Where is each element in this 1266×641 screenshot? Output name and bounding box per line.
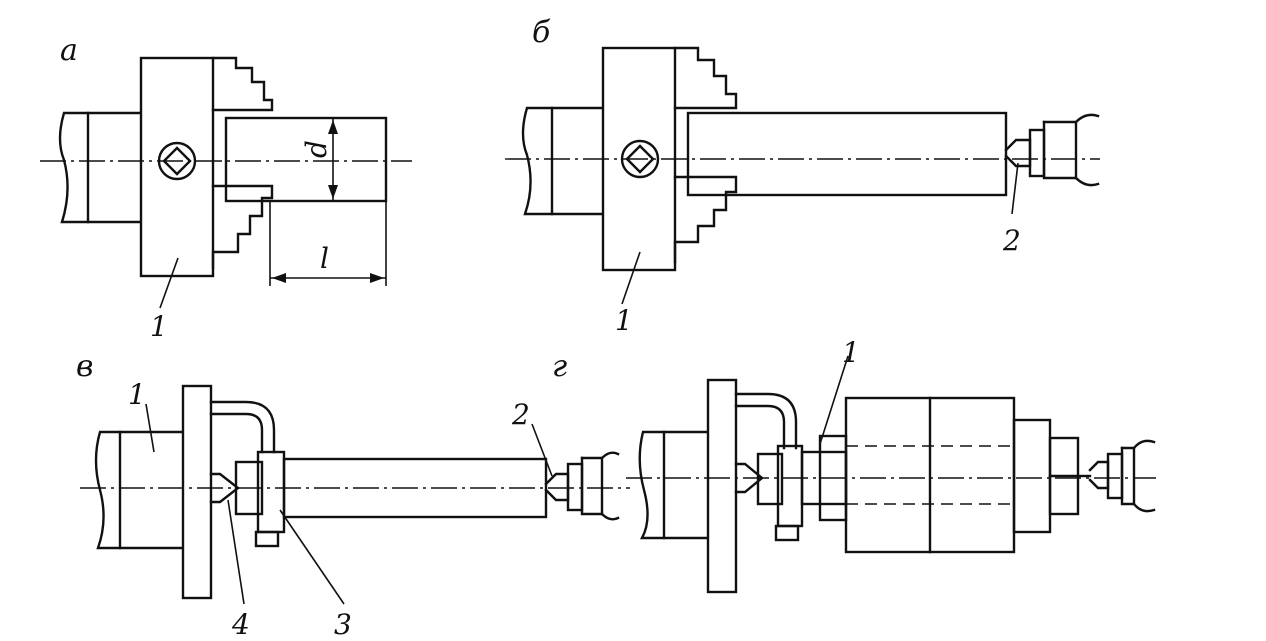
labels: а d l 1 б 1 2 в 1 2 3 4 г 1 (60, 15, 1021, 641)
view-a-length-label: l (320, 242, 329, 275)
view-b-spindle (521, 106, 605, 216)
view-g-tailstock-center (1088, 460, 1110, 490)
view-v-tailstock-center (544, 472, 570, 502)
view-a-diameter-label: d (300, 140, 333, 158)
view-a-spindle (58, 111, 142, 224)
view-b-center-label: 2 (1002, 224, 1021, 257)
view-a-letter: а (60, 33, 78, 68)
view-a-lower-jaw (211, 184, 274, 270)
view-v-center-label: 2 (511, 398, 530, 431)
view-a (40, 56, 412, 309)
view-g-spindle (638, 430, 710, 540)
view-a-chuck-body (139, 56, 215, 278)
view-b-chuck-label: 1 (615, 304, 633, 337)
view-b-lower-jaw (673, 175, 738, 264)
view-v-driver-center-label: 4 (231, 608, 250, 641)
view-v-spindle (94, 430, 185, 550)
view-g-letter: г (552, 349, 567, 384)
view-a-workpiece (224, 116, 388, 203)
view-v-driver-pin (209, 400, 276, 454)
view-b-workpiece (686, 111, 1008, 197)
view-b-letter: б (532, 15, 551, 50)
view-b-tailstock-center (1004, 138, 1032, 168)
view-b-upper-jaw (673, 46, 738, 110)
view-a-upper-jaw (211, 56, 274, 112)
view-v-spindle-label: 1 (128, 378, 146, 411)
view-v-letter: в (76, 349, 93, 384)
view-v-faceplate (181, 384, 213, 600)
view-a-chuck-label: 1 (150, 310, 168, 343)
view-g (626, 355, 1156, 594)
view-g-nut (1012, 418, 1052, 534)
view-g-mandrel-label: 1 (842, 336, 860, 369)
view-g-faceplate (706, 378, 738, 594)
view-g-driver-pin (734, 392, 798, 450)
view-b (505, 46, 1100, 305)
view-v (80, 384, 630, 605)
view-v-dog-label: 3 (334, 608, 352, 641)
